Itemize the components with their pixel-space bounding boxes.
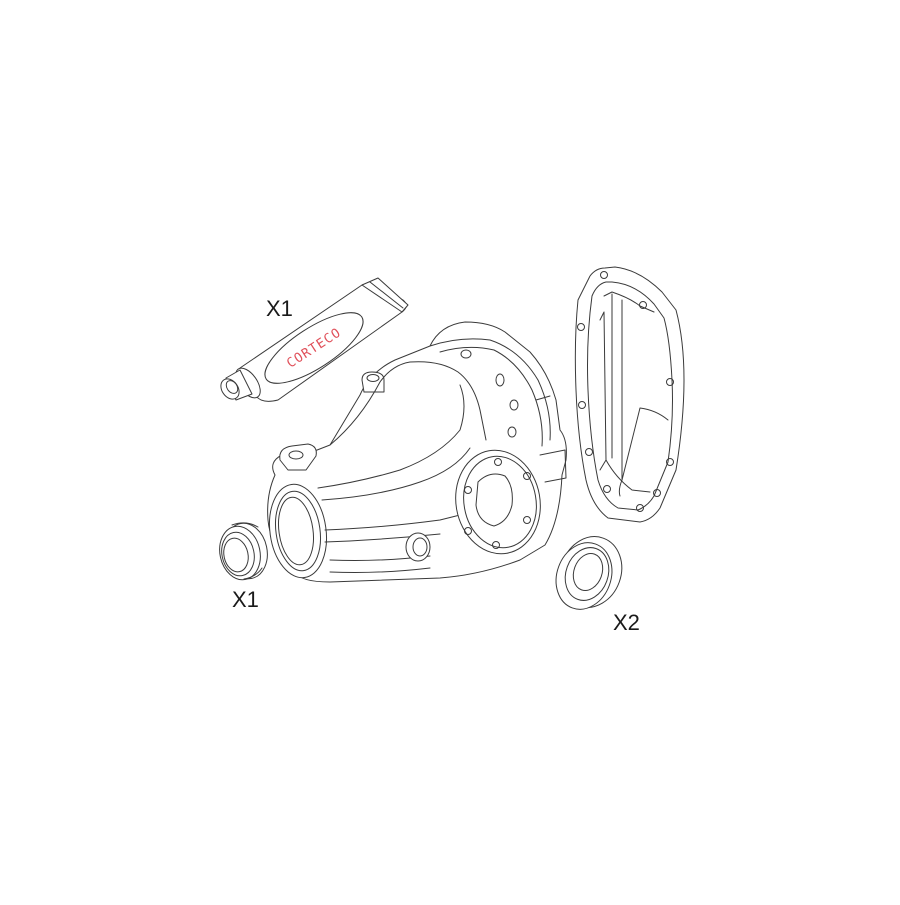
differential-housing-illustration <box>267 321 567 583</box>
sealant-tube-illustration: CORTECO <box>220 277 409 402</box>
axle-seal-illustration <box>219 522 268 581</box>
pinion-seal-illustration <box>555 536 623 610</box>
cover-gasket-illustration <box>574 266 685 523</box>
tube-quantity-label: X1 <box>266 296 293 321</box>
axle-seal-quantity-label: X1 <box>232 587 259 612</box>
pinion-seal-quantity-label: X2 <box>613 610 640 635</box>
